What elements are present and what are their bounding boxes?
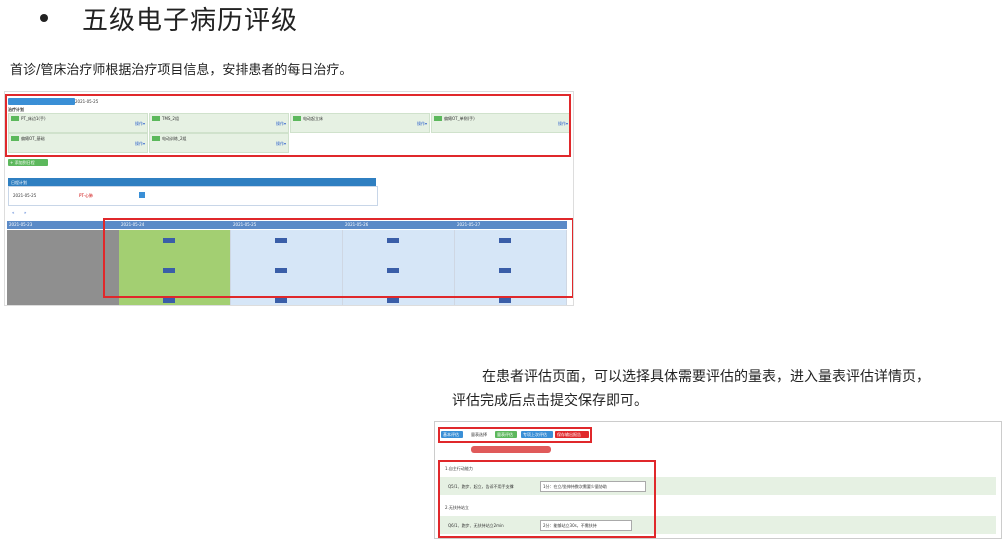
highlight-box-top	[5, 94, 571, 157]
schedule-event[interactable]	[499, 238, 511, 243]
card-name: 电动训练_2组	[162, 136, 187, 141]
tab-basic[interactable]: 基本评估	[441, 431, 463, 438]
card-tag	[434, 116, 442, 121]
card-name: TMS_2组	[162, 116, 179, 121]
card-op[interactable]: 操作▾	[134, 141, 145, 146]
daily-plan-label: 日程计划	[11, 180, 27, 185]
page-title: 五级电子病历评级	[82, 6, 299, 36]
prev-nav-link[interactable]: «	[12, 210, 15, 215]
card-op[interactable]: 操作▾	[275, 121, 286, 126]
card-op[interactable]: 操作▾	[416, 121, 427, 126]
card-tag	[152, 116, 160, 121]
schedule-event[interactable]	[499, 268, 511, 273]
schedule-event[interactable]	[387, 238, 399, 243]
therapy-card[interactable]: TMS_2组操作▾	[149, 113, 289, 133]
grid-header-date: 2021-05-27	[455, 221, 567, 229]
bullet-dot	[40, 14, 48, 22]
item2-title: 2.无扶持站立	[445, 505, 469, 510]
card-op[interactable]: 操作▾	[275, 141, 286, 146]
tab-schedule-button[interactable]	[37, 98, 75, 105]
card-name: 电动起立床	[303, 116, 323, 121]
search-icon[interactable]	[139, 192, 145, 198]
therapy-card[interactable]: PT_床边1(手) 操作▾	[8, 113, 148, 133]
grid-col	[343, 230, 455, 305]
highlight-box-tabs	[438, 427, 592, 443]
item1-title: 1.自主行动能力	[445, 466, 473, 471]
grid-header-date: 2021-05-23	[7, 221, 119, 229]
card-name: PT_床边1(手)	[21, 116, 46, 121]
therapy-card[interactable]: 电动起立床操作▾	[290, 113, 430, 133]
highlight-box-grid	[103, 218, 573, 298]
tab-last[interactable]: 专项上次评估	[521, 431, 553, 438]
item2-select-value: 2分：能够站立30s，不需扶持	[543, 523, 597, 528]
schedule-event[interactable]	[499, 298, 511, 303]
card-tag	[152, 136, 160, 141]
schedule-event[interactable]	[275, 238, 287, 243]
item2-question: Q6/1、跑步、无扶持站立2min	[448, 523, 504, 528]
card-tag	[293, 116, 301, 121]
item1-select-value: 1分：在立/坐伸持数次需要少量协助	[543, 484, 607, 489]
item1-select[interactable]: 1分：在立/坐伸持数次需要少量协助	[540, 481, 646, 492]
assessment-screenshot: 基本评估 量表选择 量表评估 专项上次评估 保存输出报告 1.自主行动能力 Q5…	[434, 421, 1002, 539]
tab-report[interactable]: 保存输出报告	[555, 431, 589, 438]
schedule-event[interactable]	[163, 298, 175, 303]
card-tag	[11, 136, 19, 141]
schedule-event[interactable]	[275, 298, 287, 303]
therapy-card[interactable]: 偏瘫OT_单侧(手) 操作▾	[431, 113, 571, 133]
item2-select[interactable]: 2分：能够站立30s，不需扶持	[540, 520, 632, 531]
schedule-event[interactable]	[387, 268, 399, 273]
section2-text-line1: 在患者评估页面，可以选择具体需要评估的量表，进入量表评估详情页，	[482, 369, 930, 385]
tab-evaluate[interactable]: 量表评估	[495, 431, 517, 438]
card-name: 偏瘫OT_单侧(手)	[444, 116, 475, 121]
therapy-card[interactable]: 偏瘫OT_基础操作▾	[8, 133, 148, 153]
plan-section-label: 治疗计划	[8, 107, 24, 112]
grid-header-date: 2021-05-26	[343, 221, 455, 229]
grid-col-past	[7, 230, 120, 305]
section2-text-line2: 评估完成后点击提交保存即可。	[452, 393, 648, 409]
next-nav-link[interactable]: »	[24, 210, 27, 215]
grid-col	[231, 230, 343, 305]
item1-question: Q5/1、跑步、起立，告诉不用手支撑	[448, 484, 514, 489]
grid-col	[455, 230, 567, 305]
schedule-event[interactable]	[163, 238, 175, 243]
card-tag	[11, 116, 19, 121]
card-name: 偏瘫OT_基础	[21, 136, 45, 141]
schedule-event[interactable]	[275, 268, 287, 273]
grid-header-date: 2021-05-24	[119, 221, 231, 229]
daily-plan-form: 2021-05-25 PT-心肺	[8, 186, 378, 206]
grid-header-date: 2021-05-25	[231, 221, 343, 229]
card-op[interactable]: 操作▾	[557, 121, 568, 126]
progress-bar	[471, 446, 551, 453]
tab-plan-button[interactable]	[8, 98, 38, 105]
grid-col-today	[119, 230, 231, 305]
nav-bar: « »	[8, 209, 108, 216]
card-op[interactable]: 操作▾	[134, 121, 145, 126]
schedule-event[interactable]	[387, 298, 399, 303]
date-text: 2021-05-25	[75, 99, 99, 104]
date-field[interactable]: 2021-05-25	[13, 193, 37, 198]
highlight-box-items	[438, 460, 656, 538]
item2-row: Q6/1、跑步、无扶持站立2min 2分：能够站立30s，不需扶持	[440, 516, 996, 534]
tab-select[interactable]: 量表选择	[469, 431, 491, 438]
daily-plan-header: 日程计划	[8, 178, 376, 186]
therapist-field[interactable]: PT-心肺	[79, 193, 93, 198]
schedule-screenshot: 2021-05-25 治疗计划 PT_床边1(手) 操作▾ TMS_2组操作▾ 电…	[4, 91, 574, 306]
schedule-event[interactable]	[163, 268, 175, 273]
add-schedule-button[interactable]: + 添加到日程	[8, 159, 48, 166]
item1-row: Q5/1、跑步、起立，告诉不用手支撑 1分：在立/坐伸持数次需要少量协助	[440, 477, 996, 495]
therapy-card[interactable]: 电动训练_2组操作▾	[149, 133, 289, 153]
section1-text: 首诊/管床治疗师根据治疗项目信息，安排患者的每日治疗。	[10, 63, 353, 78]
